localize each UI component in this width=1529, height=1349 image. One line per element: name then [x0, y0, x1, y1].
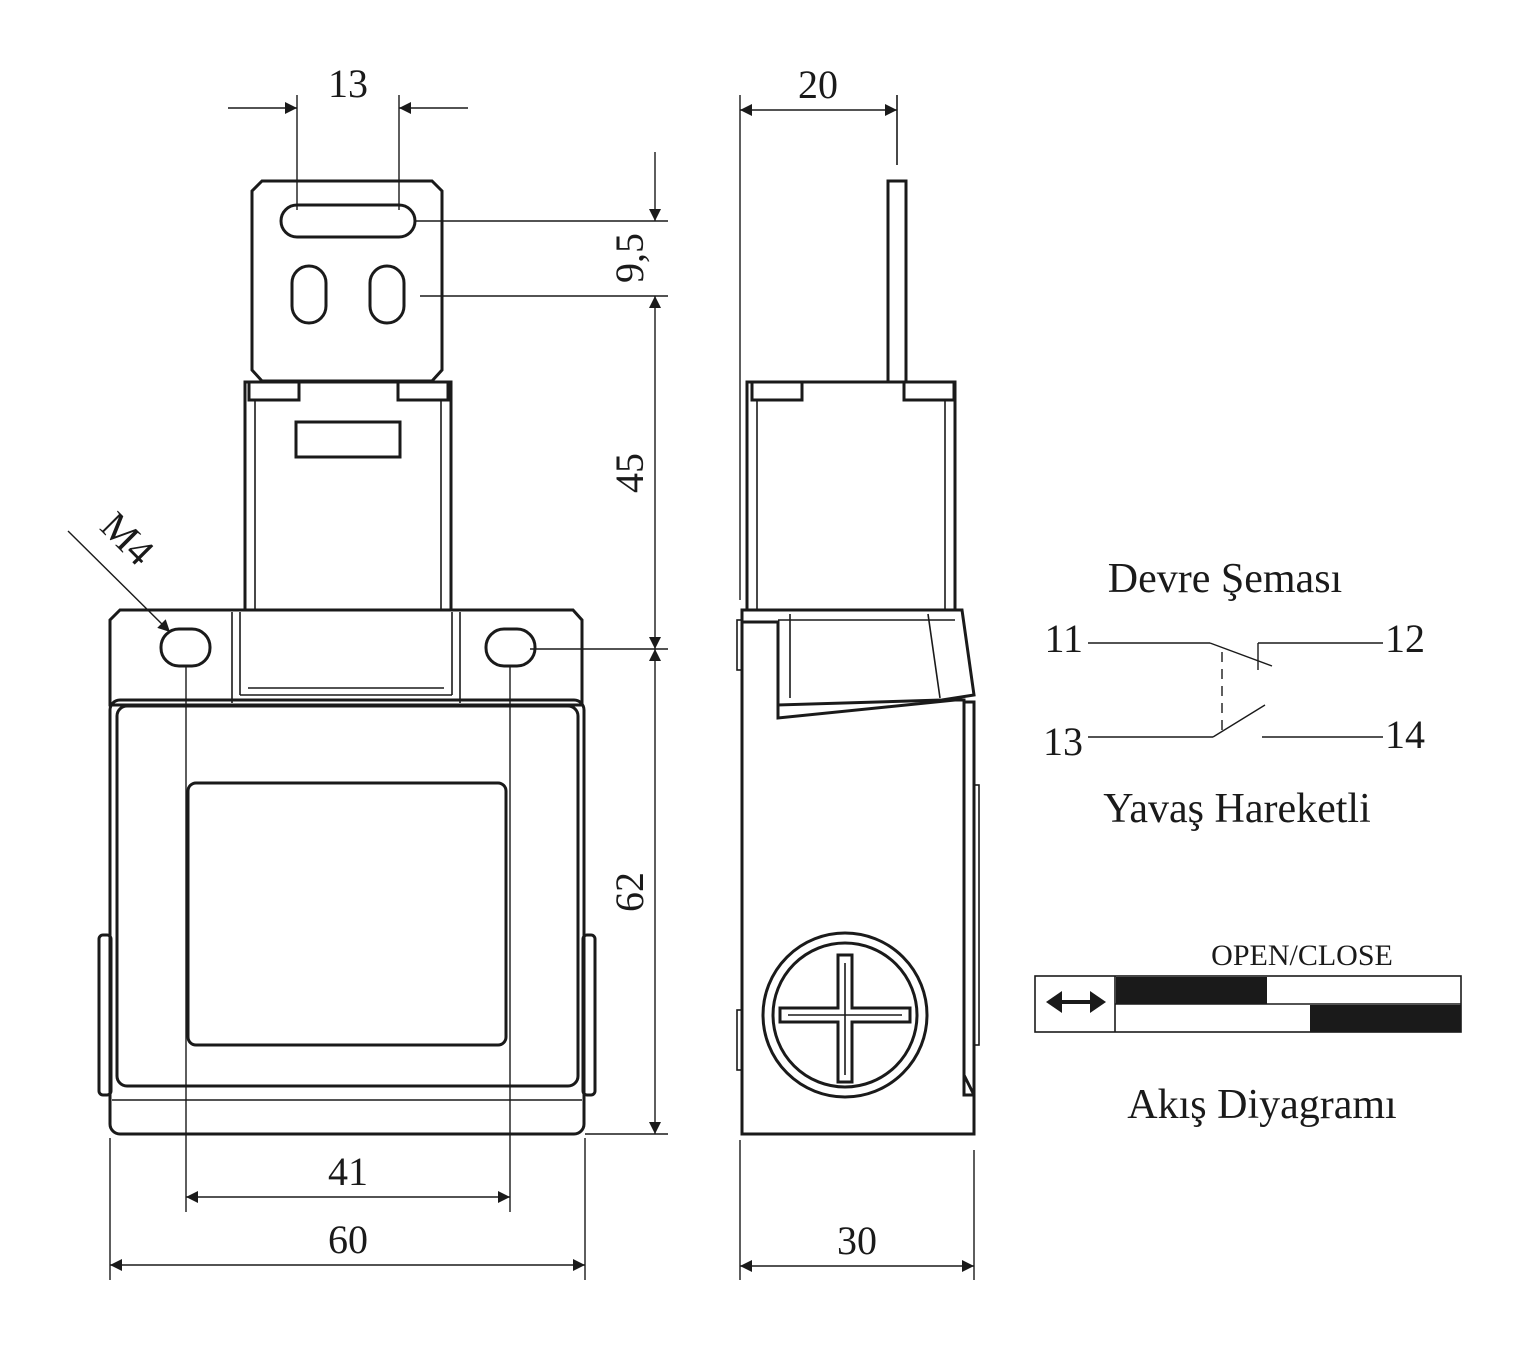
- flow-diagram: OPEN/CLOSE Akış Diyagramı: [1034, 939, 1462, 1128]
- actuator-head: [243, 380, 453, 612]
- body-label-area: [186, 781, 508, 1047]
- no-contact-blade: [1212, 704, 1266, 738]
- mount-hole-right: [484, 627, 537, 668]
- dim-hole-spacing: 41: [328, 1149, 368, 1194]
- actuator-slot-right: [368, 264, 406, 325]
- side-lug-left: [97, 933, 113, 1097]
- head-window: [294, 420, 402, 459]
- circuit-title: Devre Şeması: [1108, 556, 1342, 602]
- actuator-plate: [250, 179, 444, 383]
- body-cover: [115, 704, 580, 1088]
- terminal-12: 12: [1385, 616, 1425, 661]
- cable-gland-inner: [771, 941, 919, 1089]
- cable-gland-outer: [761, 931, 929, 1099]
- dim-slot-pitch: 9,5: [607, 233, 652, 283]
- side-head: [745, 380, 957, 612]
- side-cover-edge: [962, 700, 976, 1097]
- head-tab-left: [247, 380, 301, 402]
- mount-hole-left: [159, 627, 212, 668]
- flow-bar-no: [1310, 1005, 1461, 1032]
- terminal-11: 11: [1044, 616, 1083, 661]
- dim-body-width: 60: [328, 1217, 368, 1262]
- body-flange: [108, 608, 584, 707]
- dim-body-height: 62: [607, 872, 652, 912]
- side-actuator-tongue: [886, 179, 908, 384]
- dim-slot-width: 13: [328, 61, 368, 106]
- circuit-diagram: Devre Şeması 11 12 13 14 Yavaş Hareketli: [1043, 556, 1425, 832]
- terminal-13: 13: [1043, 719, 1083, 764]
- side-collar: [740, 608, 976, 707]
- switch-body: [108, 698, 586, 1136]
- terminal-14: 14: [1385, 712, 1425, 757]
- head-tab-right: [396, 380, 450, 402]
- side-head-tab-right: [902, 380, 956, 402]
- dim-actuator-depth: 20: [798, 62, 838, 107]
- cable-gland-cross: [778, 953, 912, 1084]
- circuit-subtitle: Yavaş Hareketli: [1103, 786, 1371, 832]
- thread-label: M4: [92, 503, 163, 574]
- dim-body-depth: 30: [837, 1218, 877, 1263]
- double-arrow-icon: [1046, 991, 1106, 1013]
- front-view: 13 9,5 45 62 M4 41 60: [67, 61, 668, 1280]
- flow-header: OPEN/CLOSE: [1211, 939, 1393, 972]
- side-lug-right: [581, 933, 597, 1097]
- side-head-tab-left: [750, 380, 804, 402]
- nc-contact-blade: [1209, 642, 1273, 667]
- side-view: 20 30: [736, 62, 980, 1280]
- flow-bar-nc: [1116, 977, 1267, 1004]
- actuator-slot-left: [290, 264, 328, 325]
- dim-actuator-height: 45: [607, 453, 652, 493]
- actuator-slot-horizontal: [279, 203, 417, 239]
- flow-title: Akış Diyagramı: [1127, 1082, 1396, 1128]
